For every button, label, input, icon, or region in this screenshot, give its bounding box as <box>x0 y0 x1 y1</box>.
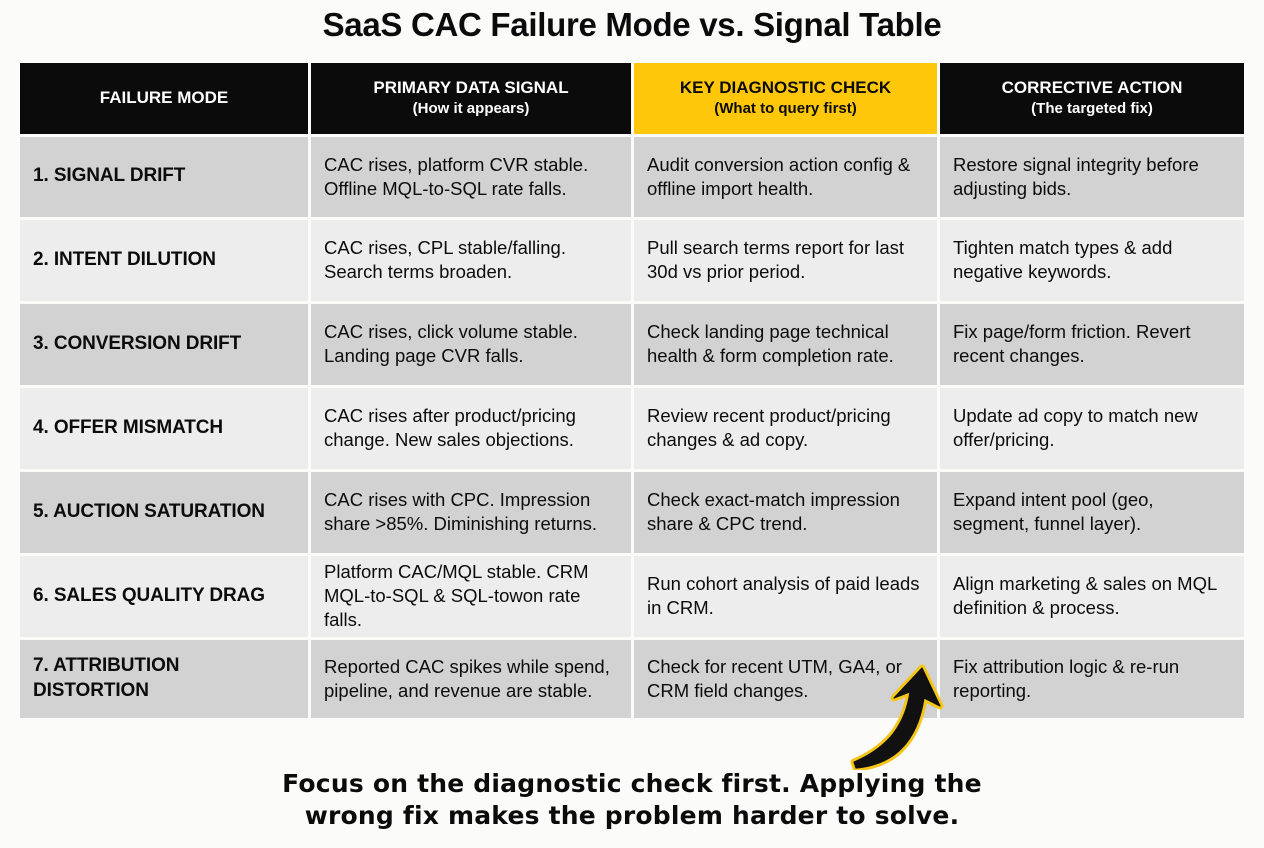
cell-failure-mode: 2. INTENT DILUTION <box>20 220 308 301</box>
key-diagnostic-check-text: Review recent product/pricing changes & … <box>647 405 891 450</box>
key-diagnostic-check-text: Check exact-match impression share & CPC… <box>647 489 900 534</box>
cell-key-diagnostic-check: Review recent product/pricing changes & … <box>634 388 937 469</box>
primary-data-signal-text: CAC rises after product/pricing change. … <box>324 405 576 450</box>
failure-mode-text: 3. CONVERSION DRIFT <box>33 332 242 354</box>
cell-key-diagnostic-check: Check for recent UTM, GA4, or CRM field … <box>634 640 937 718</box>
primary-data-signal-text: Platform CAC/MQL stable. CRM MQL-to-SQL … <box>324 561 589 630</box>
cell-corrective-action: Align marketing & sales on MQL definitio… <box>940 556 1244 637</box>
corrective-action-text: Align marketing & sales on MQL definitio… <box>953 573 1217 618</box>
cell-failure-mode: 7. ATTRIBUTION DISTORTION <box>20 640 308 718</box>
table-row: 6. SALES QUALITY DRAG Platform CAC/MQL s… <box>20 556 1244 637</box>
column-header-key-diagnostic-check: KEY DIAGNOSTIC CHECK (What to query firs… <box>634 63 937 134</box>
corrective-action-text: Fix page/form friction. Revert recent ch… <box>953 321 1191 366</box>
column-header-sublabel: (The targeted fix) <box>1031 100 1153 118</box>
cell-primary-data-signal: CAC rises with CPC. Impression share >85… <box>311 472 631 553</box>
cell-corrective-action: Fix page/form friction. Revert recent ch… <box>940 304 1244 385</box>
cell-key-diagnostic-check: Check exact-match impression share & CPC… <box>634 472 937 553</box>
column-header-sublabel: (How it appears) <box>412 100 530 118</box>
failure-mode-table: FAILURE MODE PRIMARY DATA SIGNAL (How it… <box>20 63 1244 718</box>
cell-corrective-action: Tighten match types & add negative keywo… <box>940 220 1244 301</box>
corrective-action-text: Fix attribution logic & re-run reporting… <box>953 655 1180 701</box>
primary-data-signal-text: CAC rises with CPC. Impression share >85… <box>324 489 598 534</box>
column-header-sublabel: (What to query first) <box>714 100 857 118</box>
failure-mode-text: 7. ATTRIBUTION DISTORTION <box>33 655 180 701</box>
table-row: 2. INTENT DILUTION CAC rises, CPL stable… <box>20 220 1244 301</box>
primary-data-signal-text: CAC rises, platform CVR stable. Offline … <box>324 153 589 199</box>
column-header-label: PRIMARY DATA SIGNAL <box>373 78 569 98</box>
caption-line-2: wrong fix makes the problem harder to so… <box>304 801 960 830</box>
cell-key-diagnostic-check: Run cohort analysis of paid leads in CRM… <box>634 556 937 637</box>
cell-primary-data-signal: CAC rises, platform CVR stable. Offline … <box>311 137 631 217</box>
cell-failure-mode: 1. SIGNAL DRIFT <box>20 137 308 217</box>
corrective-action-text: Tighten match types & add negative keywo… <box>953 237 1173 282</box>
cell-corrective-action: Update ad copy to match new offer/pricin… <box>940 388 1244 469</box>
column-header-corrective-action: CORRECTIVE ACTION (The targeted fix) <box>940 63 1244 134</box>
cell-primary-data-signal: CAC rises, CPL stable/falling. Search te… <box>311 220 631 301</box>
primary-data-signal-text: CAC rises, CPL stable/falling. Search te… <box>324 237 566 282</box>
table-row: 3. CONVERSION DRIFT CAC rises, click vol… <box>20 304 1244 385</box>
cell-primary-data-signal: Reported CAC spikes while spend, pipelin… <box>311 640 631 718</box>
primary-data-signal-text: Reported CAC spikes while spend, pipelin… <box>324 655 610 701</box>
cell-failure-mode: 6. SALES QUALITY DRAG <box>20 556 308 637</box>
failure-mode-text: 4. OFFER MISMATCH <box>33 416 224 438</box>
cell-failure-mode: 5. AUCTION SATURATION <box>20 472 308 553</box>
table-header-row: FAILURE MODE PRIMARY DATA SIGNAL (How it… <box>20 63 1244 134</box>
failure-mode-text: 5. AUCTION SATURATION <box>33 500 265 522</box>
key-diagnostic-check-text: Check landing page technical health & fo… <box>647 321 894 366</box>
failure-mode-text: 2. INTENT DILUTION <box>33 248 216 270</box>
caption-line-1: Focus on the diagnostic check first. App… <box>282 769 982 798</box>
cell-failure-mode: 3. CONVERSION DRIFT <box>20 304 308 385</box>
corrective-action-text: Update ad copy to match new offer/pricin… <box>953 405 1198 450</box>
table-row: 4. OFFER MISMATCH CAC rises after produc… <box>20 388 1244 469</box>
key-diagnostic-check-text: Check for recent UTM, GA4, or CRM field … <box>647 655 902 701</box>
column-header-primary-data-signal: PRIMARY DATA SIGNAL (How it appears) <box>311 63 631 134</box>
failure-mode-text: 1. SIGNAL DRIFT <box>33 165 186 187</box>
cell-corrective-action: Expand intent pool (geo, segment, funnel… <box>940 472 1244 553</box>
failure-mode-text: 6. SALES QUALITY DRAG <box>33 584 265 606</box>
curved-up-right-arrow-icon <box>848 658 960 772</box>
cell-failure-mode: 4. OFFER MISMATCH <box>20 388 308 469</box>
cell-primary-data-signal: CAC rises, click volume stable. Landing … <box>311 304 631 385</box>
cell-key-diagnostic-check: Audit conversion action config & offline… <box>634 137 937 217</box>
cell-corrective-action: Fix attribution logic & re-run reporting… <box>940 640 1244 718</box>
table-row: 7. ATTRIBUTION DISTORTION Reported CAC s… <box>20 640 1244 718</box>
page-title: SaaS CAC Failure Mode vs. Signal Table <box>322 6 942 43</box>
cell-primary-data-signal: Platform CAC/MQL stable. CRM MQL-to-SQL … <box>311 556 631 637</box>
table-row: 1. SIGNAL DRIFT CAC rises, platform CVR … <box>20 137 1244 217</box>
column-header-label: FAILURE MODE <box>99 88 229 108</box>
key-diagnostic-check-text: Audit conversion action config & offline… <box>647 153 911 199</box>
column-header-label: CORRECTIVE ACTION <box>1001 78 1183 98</box>
key-diagnostic-check-text: Run cohort analysis of paid leads in CRM… <box>647 573 920 618</box>
table-row: 5. AUCTION SATURATION CAC rises with CPC… <box>20 472 1244 553</box>
key-diagnostic-check-text: Pull search terms report for last 30d vs… <box>647 237 905 282</box>
corrective-action-text: Expand intent pool (geo, segment, funnel… <box>953 489 1154 534</box>
cell-key-diagnostic-check: Check landing page technical health & fo… <box>634 304 937 385</box>
cell-corrective-action: Restore signal integrity before adjustin… <box>940 137 1244 217</box>
primary-data-signal-text: CAC rises, click volume stable. Landing … <box>324 321 578 366</box>
column-header-label: KEY DIAGNOSTIC CHECK <box>679 78 892 98</box>
column-header-failure-mode: FAILURE MODE <box>20 63 308 134</box>
annotation-caption: Focus on the diagnostic check first. App… <box>0 768 1264 832</box>
corrective-action-text: Restore signal integrity before adjustin… <box>953 153 1199 199</box>
cell-key-diagnostic-check: Pull search terms report for last 30d vs… <box>634 220 937 301</box>
cell-primary-data-signal: CAC rises after product/pricing change. … <box>311 388 631 469</box>
